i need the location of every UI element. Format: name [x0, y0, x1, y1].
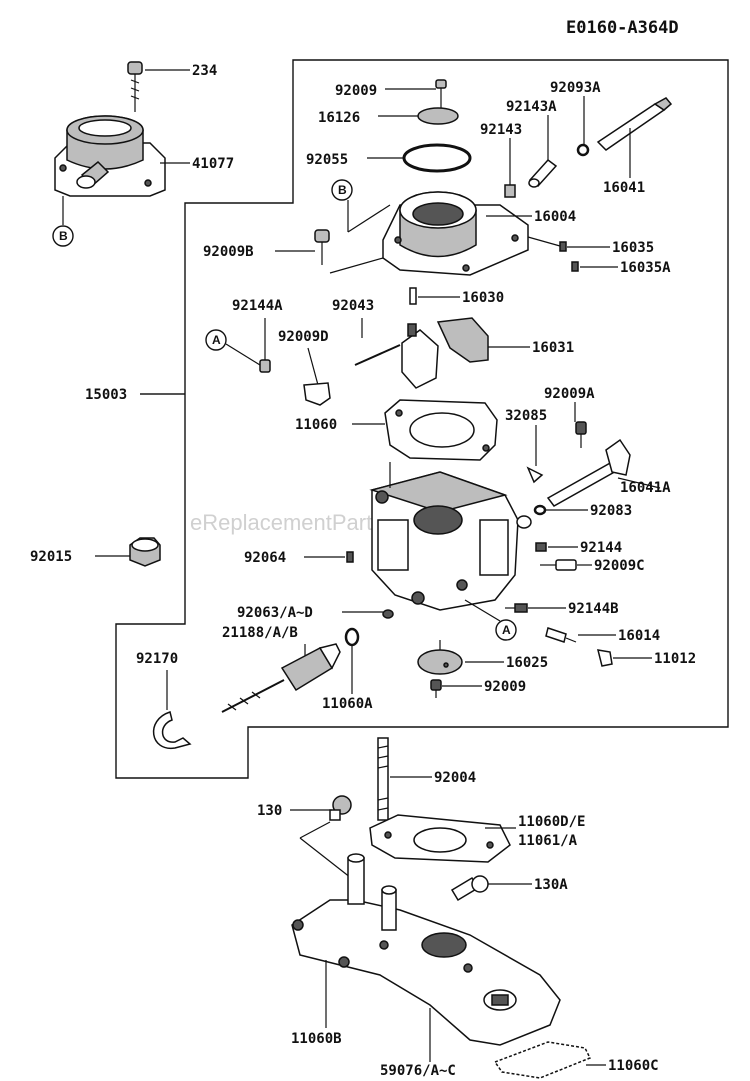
manifold-59076	[291, 853, 561, 1046]
label-92009-bottom: 92009	[484, 679, 526, 695]
label-59076: 59076/A~C	[380, 1063, 456, 1079]
label-11012: 11012	[654, 651, 696, 667]
ref-marker-a-right	[495, 619, 517, 641]
washer-92083	[533, 504, 547, 516]
o-ring-92055	[402, 143, 472, 173]
ref-marker-b-left	[52, 225, 74, 247]
jet-92064	[346, 551, 354, 563]
shaft-16041	[596, 97, 673, 151]
label-92144: 92144	[580, 540, 622, 556]
solenoid-21188	[221, 643, 341, 713]
label-16025: 16025	[506, 655, 548, 671]
screw-92009b	[314, 229, 330, 265]
ref-marker-b-top-text: B	[338, 183, 347, 197]
seal-32085	[526, 466, 544, 484]
plug-11012	[596, 649, 613, 667]
label-92009a: 92009A	[544, 386, 595, 402]
label-130a: 130A	[534, 877, 568, 893]
label-16035a: 16035A	[620, 260, 671, 276]
label-16035: 16035	[612, 240, 654, 256]
label-11060: 11060	[295, 417, 337, 433]
clamp-92170	[153, 711, 192, 749]
ref-marker-a-left-text: A	[212, 333, 221, 347]
label-15003: 15003	[85, 387, 127, 403]
label-11060c: 11060C	[608, 1058, 659, 1074]
label-92064: 92064	[244, 550, 286, 566]
label-11061a: 11061/A	[518, 833, 578, 849]
gasket-11060	[384, 399, 498, 461]
label-92083: 92083	[590, 503, 632, 519]
screw-92009-top	[435, 79, 447, 108]
screw-92144a	[259, 318, 271, 373]
label-92043: 92043	[332, 298, 374, 314]
gasket-11060d	[369, 814, 511, 863]
gasket-11060c	[493, 1041, 592, 1079]
cap-92015	[129, 537, 161, 567]
ref-marker-b-left-text: B	[59, 229, 68, 243]
label-130: 130	[257, 803, 282, 819]
label-16014: 16014	[618, 628, 660, 644]
ref-marker-a-right-text: A	[502, 623, 511, 637]
label-16030: 16030	[462, 290, 504, 306]
carb-top-16004	[382, 191, 529, 276]
screw-16014	[545, 627, 577, 643]
screw-16035	[559, 241, 567, 252]
spring-16035a	[571, 261, 579, 272]
label-92009b: 92009B	[203, 244, 254, 260]
pin-92043	[354, 344, 401, 366]
label-92004: 92004	[434, 770, 476, 786]
float-16031	[401, 317, 489, 389]
label-92063: 92063/A~D	[237, 605, 313, 621]
label-16041: 16041	[603, 180, 645, 196]
label-92143a: 92143A	[506, 99, 557, 115]
bushing-92143a	[528, 158, 558, 188]
label-16126: 16126	[318, 110, 360, 126]
label-92009-top: 92009	[335, 83, 377, 99]
label-92009c: 92009C	[594, 558, 645, 574]
plug-130	[329, 795, 352, 821]
label-41077: 41077	[192, 156, 234, 172]
stud-92004	[377, 737, 389, 821]
assembly-boundary	[115, 59, 729, 779]
washer-92063	[382, 609, 394, 619]
plug-130a	[450, 875, 489, 902]
ref-marker-b-top	[331, 179, 353, 201]
needle-16030	[409, 287, 417, 305]
label-92093a: 92093A	[550, 80, 601, 96]
label-21188: 21188/A/B	[222, 625, 298, 641]
label-16004: 16004	[534, 209, 576, 225]
bushing-92143	[504, 184, 516, 198]
label-16041a: 16041A	[620, 480, 671, 496]
label-92143: 92143	[480, 122, 522, 138]
label-234: 234	[192, 63, 217, 79]
label-11060b: 11060B	[291, 1031, 342, 1047]
screw-234	[127, 61, 143, 112]
label-92144a: 92144A	[232, 298, 283, 314]
label-92144b: 92144B	[568, 601, 619, 617]
gasket-16025	[417, 649, 463, 675]
label-11060a: 11060A	[322, 696, 373, 712]
diagram-code: E0160-A364D	[566, 18, 679, 38]
label-92170: 92170	[136, 651, 178, 667]
screw-92009c	[540, 559, 577, 571]
screw-92009d	[303, 347, 331, 406]
label-92009d: 92009D	[278, 329, 329, 345]
shaft-16041a	[546, 438, 631, 507]
label-92015: 92015	[30, 549, 72, 565]
label-92055: 92055	[306, 152, 348, 168]
air-adapter-41077	[54, 115, 166, 197]
screw-92009-bottom	[430, 679, 442, 698]
carb-body	[369, 471, 532, 611]
screw-92144b	[505, 603, 528, 613]
washer-92093a	[576, 143, 590, 157]
label-32085: 32085	[505, 408, 547, 424]
plate-16126	[417, 107, 459, 125]
spring-92144	[535, 542, 547, 552]
label-16031: 16031	[532, 340, 574, 356]
label-11060de: 11060D/E	[518, 814, 585, 830]
ref-marker-a-left	[205, 329, 227, 351]
screw-92009a	[575, 421, 587, 448]
gasket-11060a	[344, 627, 360, 647]
